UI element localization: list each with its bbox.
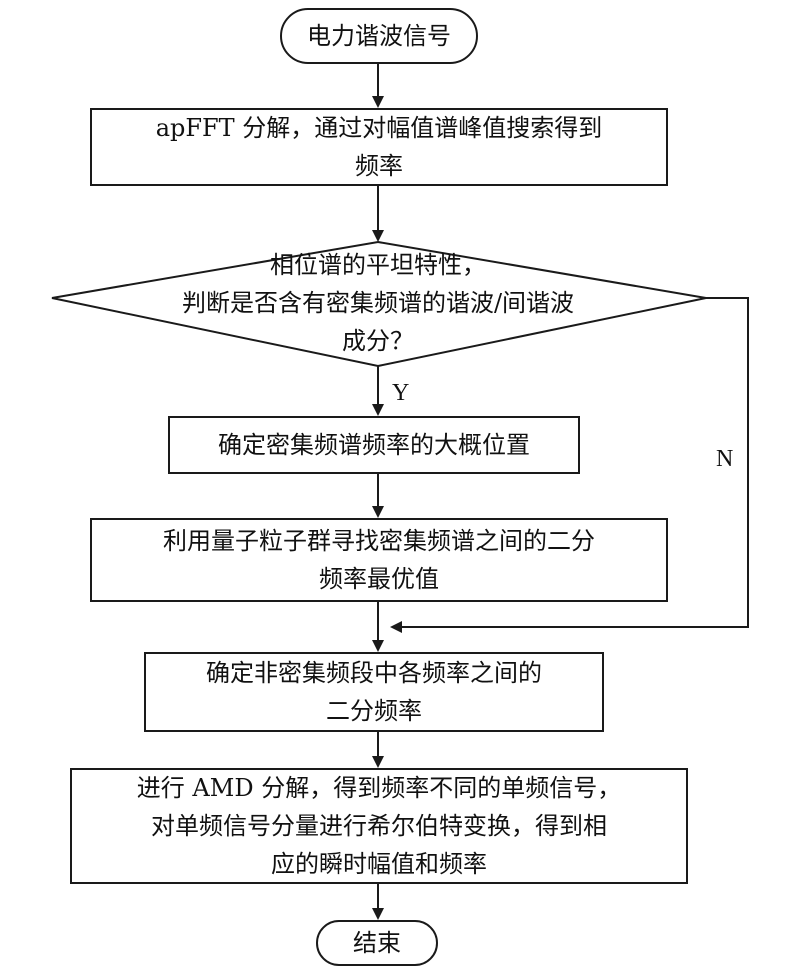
end-label: 结束 (353, 929, 401, 957)
step-locate-box: 确定密集频谱频率的大概位置 (168, 416, 580, 474)
step-apfft-box: apFFT 分解，通过对幅值谱峰值搜索得到 频率 (90, 108, 668, 186)
step-apfft-line-1: apFFT 分解，通过对幅值谱峰值搜索得到 (155, 114, 603, 142)
step-nondense-line-1: 确定非密集频段中各频率之间的 (206, 659, 542, 687)
end-terminal: 结束 (316, 920, 438, 966)
branch-no-path (390, 297, 749, 633)
decision-text: 相位谱的平坦特性， 判断是否含有密集频谱的谐波/间谐波 成分？ (150, 246, 606, 360)
step-apfft-line-2: 频率 (355, 152, 403, 180)
step-amd-box: 进行 AMD 分解，得到频率不同的单频信号， 对单频信号分量进行希尔伯特变换，得… (70, 768, 688, 884)
step-qpso-box: 利用量子粒子群寻找密集频谱之间的二分 频率最优值 (90, 518, 668, 602)
step-nondense-box: 确定非密集频段中各频率之间的 二分频率 (144, 652, 604, 732)
start-label: 电力谐波信号 (307, 22, 451, 50)
step-qpso-line-1: 利用量子粒子群寻找密集频谱之间的二分 (163, 527, 595, 555)
decision-line-1: 相位谱的平坦特性， (270, 251, 486, 279)
step-amd-line-2: 对单频信号分量进行希尔伯特变换，得到相 (151, 812, 607, 840)
step-nondense-line-2: 二分频率 (326, 697, 422, 725)
step-locate-label: 确定密集频谱频率的大概位置 (218, 431, 530, 459)
no-label: N (716, 446, 734, 472)
decision-line-3: 成分？ (342, 327, 414, 355)
step-amd-line-3: 应的瞬时幅值和频率 (271, 850, 487, 878)
decision-line-2: 判断是否含有密集频谱的谐波/间谐波 (181, 289, 575, 317)
step-amd-line-1: 进行 AMD 分解，得到频率不同的单频信号， (136, 774, 622, 802)
step-qpso-line-2: 频率最优值 (319, 565, 439, 593)
yes-label: Y (392, 380, 410, 406)
start-terminal: 电力谐波信号 (280, 8, 478, 64)
